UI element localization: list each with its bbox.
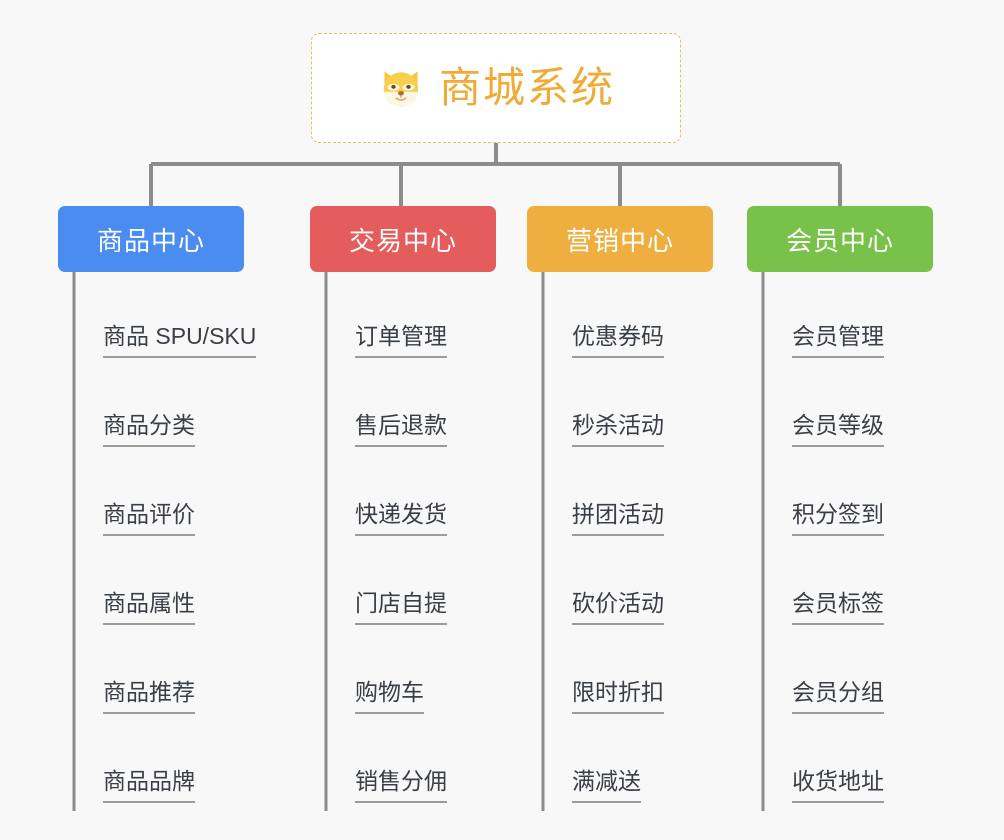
leaf-label: 商品属性 bbox=[103, 590, 195, 625]
list-item[interactable]: 砍价活动 bbox=[542, 544, 772, 633]
leaf-label: 门店自提 bbox=[355, 590, 447, 625]
category-box-product[interactable]: 商品中心 bbox=[58, 206, 244, 272]
list-item[interactable]: 会员分组 bbox=[762, 633, 992, 722]
list-item[interactable]: 拼团活动 bbox=[542, 455, 772, 544]
leaf-column-marketing: 优惠券码 秒杀活动 拼团活动 砍价活动 限时折扣 满减送 bbox=[542, 277, 772, 811]
list-item[interactable]: 会员标签 bbox=[762, 544, 992, 633]
leaf-label: 满减送 bbox=[572, 768, 641, 803]
list-item[interactable]: 售后退款 bbox=[325, 366, 555, 455]
leaf-label: 限时折扣 bbox=[572, 679, 664, 714]
list-item[interactable]: 满减送 bbox=[542, 722, 772, 811]
leaf-label: 商品分类 bbox=[103, 412, 195, 447]
list-item[interactable]: 商品推荐 bbox=[73, 633, 303, 722]
list-item[interactable]: 商品属性 bbox=[73, 544, 303, 633]
category-box-trade[interactable]: 交易中心 bbox=[310, 206, 496, 272]
leaf-label: 会员管理 bbox=[792, 323, 884, 358]
list-item[interactable]: 快递发货 bbox=[325, 455, 555, 544]
list-item[interactable]: 门店自提 bbox=[325, 544, 555, 633]
leaf-label: 砍价活动 bbox=[572, 590, 664, 625]
leaf-label: 商品推荐 bbox=[103, 679, 195, 714]
leaf-label: 购物车 bbox=[355, 679, 424, 714]
list-item[interactable]: 会员管理 bbox=[762, 277, 992, 366]
list-item[interactable]: 商品品牌 bbox=[73, 722, 303, 811]
leaf-label: 订单管理 bbox=[355, 323, 447, 358]
list-item[interactable]: 优惠券码 bbox=[542, 277, 772, 366]
leaf-label: 商品评价 bbox=[103, 501, 195, 536]
category-box-marketing[interactable]: 营销中心 bbox=[527, 206, 713, 272]
leaf-label: 会员分组 bbox=[792, 679, 884, 714]
leaf-column-product: 商品 SPU/SKU 商品分类 商品评价 商品属性 商品推荐 商品品牌 bbox=[73, 277, 303, 811]
list-item[interactable]: 会员等级 bbox=[762, 366, 992, 455]
category-label: 营销中心 bbox=[565, 225, 674, 256]
leaf-label: 秒杀活动 bbox=[572, 412, 664, 447]
list-item[interactable]: 商品评价 bbox=[73, 455, 303, 544]
list-item[interactable]: 限时折扣 bbox=[542, 633, 772, 722]
leaf-label: 商品 SPU/SKU bbox=[103, 323, 257, 358]
list-item[interactable]: 销售分佣 bbox=[325, 722, 555, 811]
leaf-label: 会员标签 bbox=[792, 590, 884, 625]
list-item[interactable]: 购物车 bbox=[325, 633, 555, 722]
list-item[interactable]: 积分签到 bbox=[762, 455, 992, 544]
leaf-label: 快递发货 bbox=[355, 501, 447, 536]
category-label: 会员中心 bbox=[785, 225, 894, 256]
root-node[interactable]: 商城系统 bbox=[311, 33, 681, 143]
list-item[interactable]: 秒杀活动 bbox=[542, 366, 772, 455]
category-label: 交易中心 bbox=[348, 225, 457, 256]
leaf-label: 积分签到 bbox=[792, 501, 884, 536]
list-item[interactable]: 收货地址 bbox=[762, 722, 992, 811]
leaf-label: 销售分佣 bbox=[355, 768, 447, 803]
dog-face-icon bbox=[377, 64, 425, 112]
leaf-column-member: 会员管理 会员等级 积分签到 会员标签 会员分组 收货地址 bbox=[762, 277, 992, 811]
category-label: 商品中心 bbox=[96, 225, 205, 256]
list-item[interactable]: 商品 SPU/SKU bbox=[73, 277, 303, 366]
leaf-label: 售后退款 bbox=[355, 412, 447, 447]
list-item[interactable]: 订单管理 bbox=[325, 277, 555, 366]
category-box-member[interactable]: 会员中心 bbox=[747, 206, 933, 272]
list-item[interactable]: 商品分类 bbox=[73, 366, 303, 455]
leaf-label: 优惠券码 bbox=[572, 323, 664, 358]
leaf-column-trade: 订单管理 售后退款 快递发货 门店自提 购物车 销售分佣 bbox=[325, 277, 555, 811]
leaf-label: 拼团活动 bbox=[572, 501, 664, 536]
leaf-label: 会员等级 bbox=[792, 412, 884, 447]
root-title: 商城系统 bbox=[438, 64, 615, 111]
leaf-label: 商品品牌 bbox=[103, 768, 195, 803]
leaf-label: 收货地址 bbox=[792, 768, 884, 803]
